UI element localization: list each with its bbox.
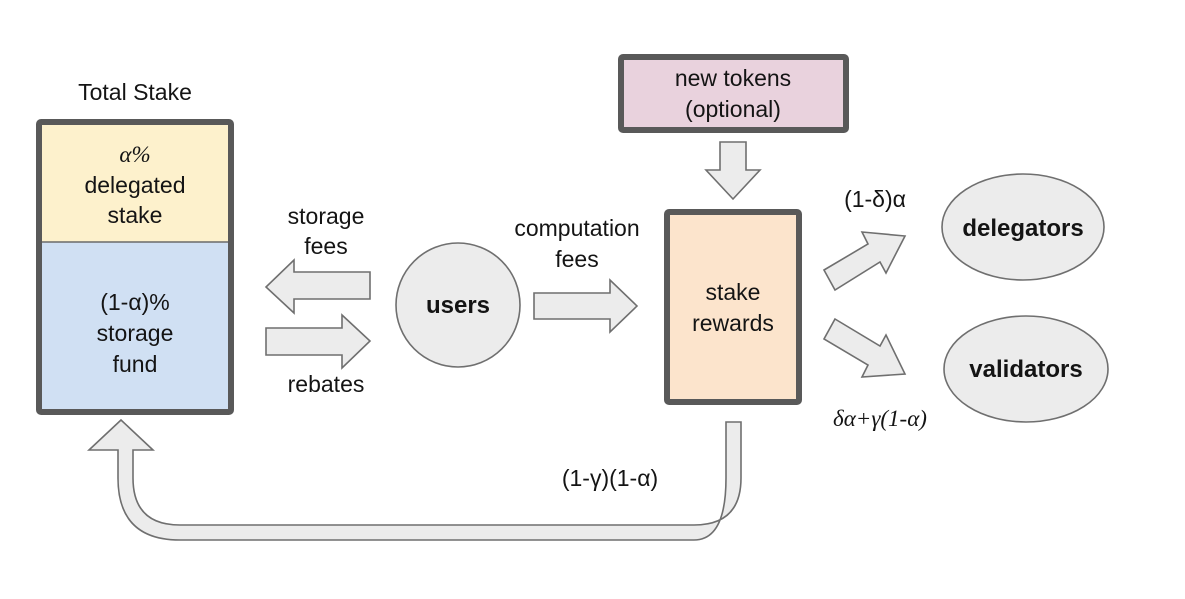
storage-fund-percent: (1-α)% [100, 289, 170, 315]
rebates-arrow-icon [265, 313, 372, 370]
delegators-node [941, 173, 1105, 281]
delegators-label: delegators [962, 215, 1083, 242]
total-stake-border [36, 119, 234, 415]
new-tokens-down-arrow-icon [704, 141, 762, 201]
delegated-label-line2: stake [108, 202, 163, 228]
delegators-arrow-icon [822, 231, 907, 292]
new-tokens-box [618, 54, 849, 133]
total-stake-box: α% delegated stake (1-α)% storage fund [36, 119, 234, 415]
total-stake-title: Total Stake [78, 79, 192, 105]
storage-fees-label-line1: storage [288, 203, 365, 229]
computation-fees-label-line1: computation [514, 215, 639, 241]
users-label: users [426, 292, 490, 319]
validators-node [943, 315, 1109, 423]
storage-fund-label-line1: storage [97, 320, 174, 346]
users-node [395, 242, 521, 368]
storage-fund-return-arrow-icon [86, 418, 742, 541]
delegated-stake-section [39, 122, 231, 242]
storage-fees-arrow-icon [264, 258, 371, 315]
validators-share-label: δα+γ(1-α) [833, 406, 927, 431]
storage-fund-share-label: (1-γ)(1-α) [562, 465, 658, 491]
storage-fees-label-line2: fees [304, 233, 347, 259]
rebates-label: rebates [288, 371, 365, 397]
stake-rewards-label-line2: rewards [692, 310, 774, 336]
validators-label: validators [969, 356, 1082, 383]
computation-fees-arrow-icon [533, 278, 639, 334]
stake-rewards-box [664, 209, 802, 405]
new-tokens-label-line1: new tokens [675, 65, 791, 91]
new-tokens-label-line2: (optional) [685, 96, 781, 122]
stake-rewards-label-line1: stake [706, 279, 761, 305]
storage-fund-section [39, 242, 231, 412]
delegators-share-label: (1-δ)α [844, 186, 906, 212]
validators-arrow-icon [822, 317, 907, 378]
storage-fund-label-line2: fund [113, 351, 158, 377]
computation-fees-label-line2: fees [555, 246, 598, 272]
delegated-percent: α% [119, 142, 150, 167]
delegated-label-line1: delegated [84, 172, 185, 198]
